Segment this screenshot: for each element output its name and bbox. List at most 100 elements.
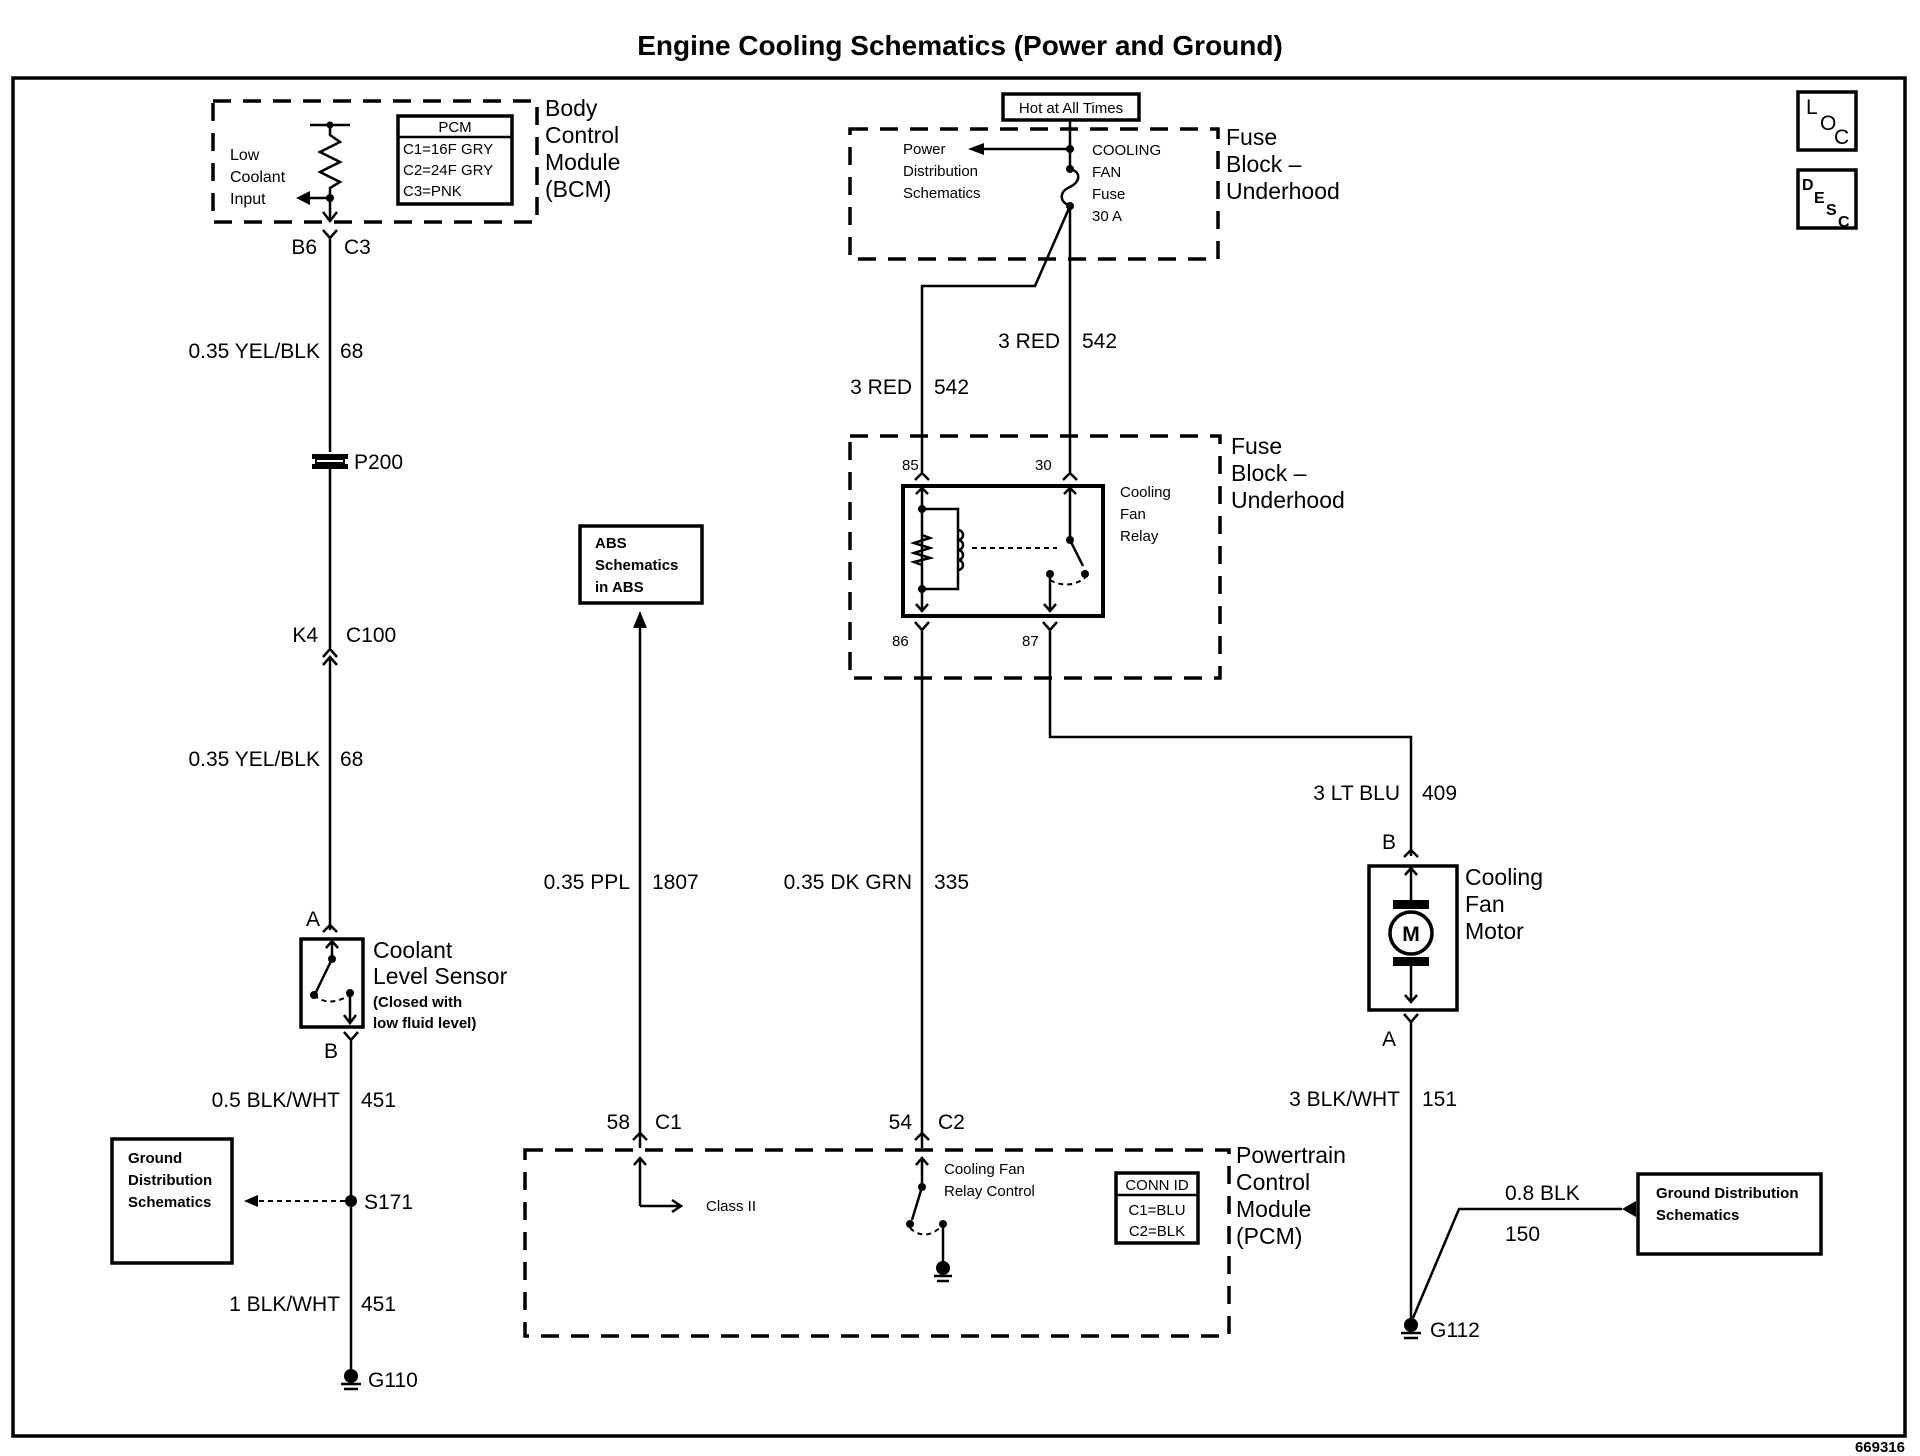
wire-68-upper-circuit: 68 <box>340 340 363 363</box>
svg-text:C: C <box>1834 126 1849 149</box>
cooling-fan-motor[interactable]: B M A <box>1367 831 1459 1051</box>
svg-text:Hot at All Times: Hot at All Times <box>1019 100 1123 117</box>
wire-542-left-color: 3 RED <box>850 376 912 399</box>
relay-pin-86: 86 <box>892 633 909 650</box>
svg-text:C: C <box>1838 214 1850 231</box>
wire-68-lower-color: 0.35 YEL/BLK <box>188 748 320 771</box>
bcm-pin: B6 <box>291 236 317 259</box>
fuse-block-underhood-relay[interactable]: Fuse Block – Underhood 85 30 86 87 <box>848 433 1345 680</box>
desc-icon[interactable]: D E S C <box>1796 168 1858 231</box>
conn-id-table: CONN ID C1=BLU C2=BLK <box>1114 1171 1200 1245</box>
abs-schematics-ref[interactable]: ABS Schematics in ABS <box>578 524 704 605</box>
svg-text:D: D <box>1802 177 1814 194</box>
motor-icon <box>1388 910 1434 956</box>
svg-text:Ground Distribution: Ground Distribution Schematics <box>128 1150 216 1211</box>
fuse-icon <box>968 120 1080 210</box>
arrow-left-icon <box>244 1195 258 1207</box>
pcm-ground-icon <box>934 1261 952 1283</box>
arrow-up-icon <box>633 611 647 628</box>
c2-connector-icon <box>914 1131 930 1141</box>
sensor-label: Coolant Level Sensor <box>373 937 508 989</box>
diagram-title: Engine Cooling Schematics (Power and Gro… <box>637 30 1283 61</box>
wire-542-left-circuit: 542 <box>934 376 969 399</box>
bcm-label: Body Control Module (BCM) <box>545 95 627 202</box>
bcm-connector-icon <box>322 229 338 240</box>
relay-coil-icon <box>957 528 965 572</box>
diagram-frame <box>11 76 1907 1438</box>
fuse-block-underhood-top[interactable]: Fuse Block – Underhood Power Distributio… <box>848 120 1340 261</box>
wire-150-color: 0.8 BLK <box>1505 1182 1580 1205</box>
coolant-level-sensor[interactable]: A Coolant Level Sensor (Closed with low … <box>299 908 508 1063</box>
svg-text:M: M <box>1402 923 1420 946</box>
relay-control-label: Cooling Fan Relay Control <box>944 1161 1035 1200</box>
splice-s171-label: S171 <box>364 1191 413 1214</box>
wire-150-circuit: 150 <box>1505 1223 1540 1246</box>
pcm-boundary <box>523 1148 1231 1338</box>
relay-fuse-block-label: Fuse Block – Underhood <box>1231 433 1345 513</box>
svg-text:Ground Distribution Sche: Ground Distribution Schematics <box>1656 1185 1803 1224</box>
powertrain-control-module[interactable]: Powertrain Control Module (PCM) Class II… <box>523 1142 1352 1338</box>
power-distribution-ref[interactable]: Power Distribution Schematics <box>903 141 982 202</box>
cooling-fan-relay[interactable] <box>901 484 1105 618</box>
svg-text:C3=PNK: C3=PNK <box>403 183 462 200</box>
hot-at-all-times-label: Hot at All Times <box>1001 92 1141 122</box>
wire-451-upper-circuit: 451 <box>361 1089 396 1112</box>
relay-pin-30: 30 <box>1035 457 1052 474</box>
cooling-fan-motor-label: Cooling Fan Motor <box>1465 864 1549 944</box>
pcm-c1-connector: C1 <box>655 1111 682 1134</box>
svg-text:S: S <box>1826 202 1837 219</box>
c100-pin: K4 <box>292 624 318 647</box>
sensor-note: (Closed with low fluid level) <box>373 994 476 1032</box>
wire-409-circuit: 409 <box>1422 782 1457 805</box>
wire-409-color: 3 LT BLU <box>1313 782 1400 805</box>
splice-pack-p200-icon <box>312 454 348 469</box>
cooling-fan-relay-label: Cooling Fan Relay <box>1120 484 1175 545</box>
pcm-label: Powertrain Control Module (PCM) <box>1236 1142 1352 1249</box>
ground-distribution-ref-left[interactable]: Ground Distribution Schematics <box>110 1137 234 1265</box>
svg-text:C2=BLK: C2=BLK <box>1129 1223 1185 1240</box>
svg-text:E: E <box>1814 190 1825 207</box>
pcm-c2-pin: 54 <box>889 1111 913 1134</box>
bcm-boundary <box>211 99 539 224</box>
fuse-block-label: Fuse Block – Underhood <box>1226 124 1340 204</box>
svg-text:C1=BLU: C1=BLU <box>1128 1202 1185 1219</box>
fuse-block-boundary <box>848 127 1220 261</box>
fan-pin-a: A <box>1382 1028 1396 1051</box>
c100-connector-id: C100 <box>346 624 396 647</box>
cooling-fan-fuse-label: COOLING FAN Fuse 30 A <box>1092 142 1165 225</box>
wire-335-circuit: 335 <box>934 871 969 894</box>
wire-1807-color: 0.35 PPL <box>544 871 630 894</box>
wire-409[interactable] <box>1048 630 1413 856</box>
ground-g112-label: G112 <box>1430 1319 1480 1342</box>
ground-g110-icon <box>341 1369 361 1391</box>
bcm-connector-id: C3 <box>344 236 371 259</box>
loc-icon[interactable]: L O C <box>1796 90 1858 152</box>
svg-text:ABS Schematics in: ABS Schematics in ABS <box>595 535 683 596</box>
svg-text:O: O <box>1820 112 1836 135</box>
bcm-module[interactable]: Body Control Module (BCM) Low Coolant In… <box>211 95 627 224</box>
bcm-pcm-table: PCM C1=16F GRY C2=24F GRY C3=PNK <box>396 114 514 206</box>
low-coolant-input-label: Low Coolant Input <box>230 147 290 208</box>
relay-pin-85: 85 <box>902 457 919 474</box>
figure-id: 669316 <box>1855 1439 1905 1456</box>
class-ii-label: Class II <box>706 1198 756 1215</box>
pcm-c1-pin: 58 <box>607 1111 630 1134</box>
wire-1807-circuit: 1807 <box>652 871 699 894</box>
pcm-c2-connector: C2 <box>938 1111 965 1134</box>
relay-fuse-block-boundary <box>848 434 1222 680</box>
wire-542-left[interactable] <box>920 205 1072 472</box>
fan-pin-b: B <box>1382 831 1396 854</box>
splice-pack-p200-label: P200 <box>354 451 403 474</box>
wire-68-upper-color: 0.35 YEL/BLK <box>188 340 320 363</box>
relay-pin-87: 87 <box>1022 633 1039 650</box>
svg-text:C1=16F GRY: C1=16F GRY <box>403 141 493 158</box>
wire-542-right-circuit: 542 <box>1082 330 1117 353</box>
ground-distribution-ref-right[interactable]: Ground Distribution Schematics <box>1636 1172 1823 1256</box>
svg-text:CONN ID: CONN ID <box>1125 1177 1189 1194</box>
wire-451-upper-color: 0.5 BLK/WHT <box>212 1089 341 1112</box>
svg-text:PCM: PCM <box>438 119 471 136</box>
wire-150[interactable] <box>1411 1207 1622 1319</box>
sensor-pin-a: A <box>306 908 320 931</box>
c1-connector-icon <box>632 1131 648 1141</box>
